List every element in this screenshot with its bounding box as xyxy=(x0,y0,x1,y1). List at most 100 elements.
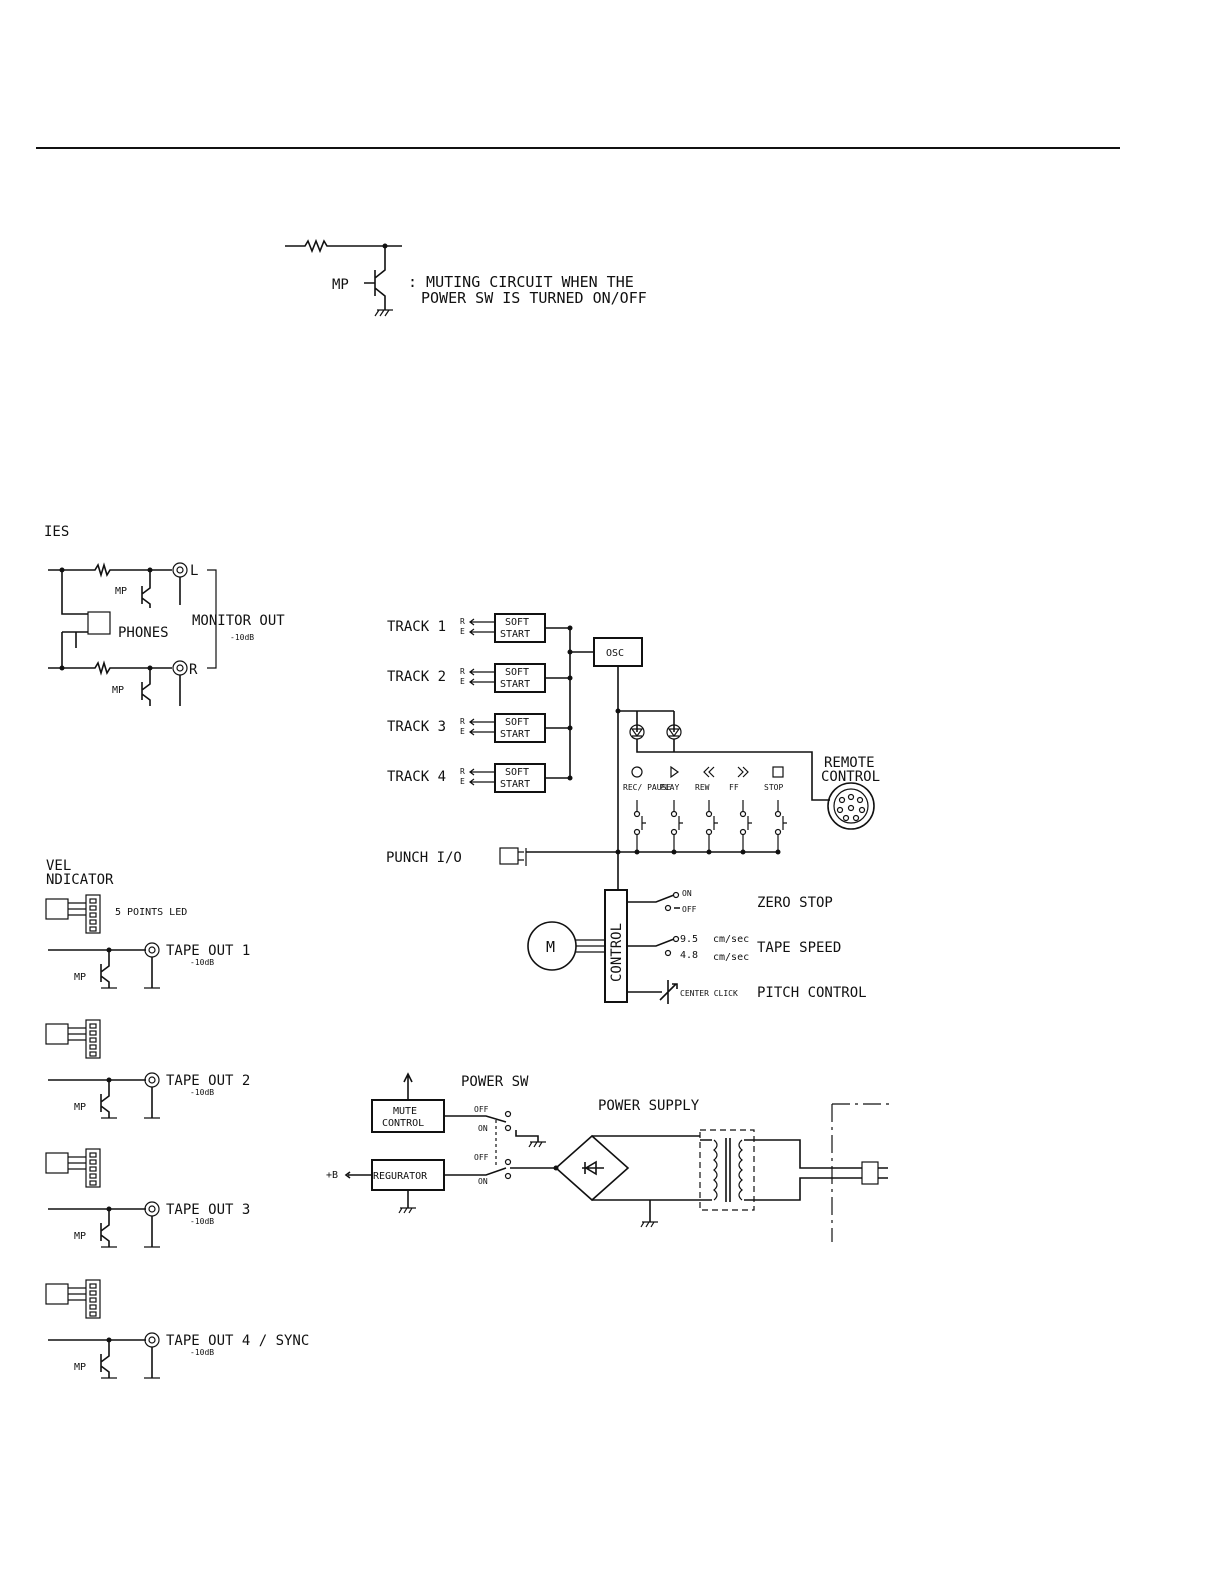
transport-rec: REC/ PAUSE xyxy=(623,766,671,855)
jack-outer xyxy=(144,1332,160,1348)
level-indicator-line2: NDICATOR xyxy=(46,872,114,888)
mp-label-r: MP xyxy=(112,685,124,696)
sw-on-1: ON xyxy=(478,1124,488,1133)
transport-label: STOP xyxy=(764,783,783,792)
junction-dot xyxy=(106,947,112,953)
sw-off-1: OFF xyxy=(474,1105,489,1114)
switch-contact-top xyxy=(705,810,713,818)
led-wires xyxy=(68,902,86,916)
speed-unit-2: cm/sec xyxy=(713,952,749,963)
mp-label: MP xyxy=(74,972,86,983)
soft-start-label-1: SOFT xyxy=(505,667,529,678)
stop-icon xyxy=(772,766,784,778)
mp-label: MP xyxy=(74,1102,86,1113)
tape-out-level: -10dB xyxy=(190,1217,214,1226)
jack-outer xyxy=(144,942,160,958)
push-switch xyxy=(636,800,646,852)
led-bar xyxy=(85,894,101,934)
legend-text-1: : MUTING CIRCUIT WHEN THE xyxy=(408,273,634,291)
soft-start-label-2: START xyxy=(500,779,530,790)
regulator-label: REGURATOR xyxy=(373,1171,428,1182)
pitch-center-click: CENTER CLICK xyxy=(680,989,738,998)
push-switch xyxy=(673,800,683,852)
tape-out-level: -10dB xyxy=(190,1348,214,1357)
led-segment xyxy=(89,1180,97,1186)
transport-label: REC/ PAUSE xyxy=(623,783,671,792)
legend-mp-label: MP xyxy=(332,277,349,293)
remote-label-1: REMOTE xyxy=(824,755,875,771)
track-label: TRACK 1 xyxy=(387,619,446,635)
push-switch xyxy=(742,800,752,852)
led-driver-box xyxy=(45,1023,69,1045)
speed-9-5: 9.5 xyxy=(680,934,698,945)
speed-unit-1: cm/sec xyxy=(713,934,749,945)
soft-start-label-1: SOFT xyxy=(505,717,529,728)
monitor-out-section: IES L MP PHONES R MP MONITOR OUT -10dB xyxy=(44,524,285,706)
level-indicator-section: VEL NDICATOR 5 POINTS LED xyxy=(46,858,187,918)
switch-contact-top xyxy=(670,810,678,818)
soft-start-label-2: START xyxy=(500,679,530,690)
transport-play: PLAY xyxy=(660,765,683,855)
led-segment xyxy=(89,1166,97,1172)
rewind-icon xyxy=(703,766,715,778)
l-label: L xyxy=(190,563,198,579)
tape-out-wire xyxy=(48,1079,153,1118)
led-segment xyxy=(89,1051,97,1057)
track-arrows xyxy=(469,618,495,636)
led-segment xyxy=(89,1173,97,1179)
led-segment xyxy=(89,1159,97,1165)
zero-stop-label: ZERO STOP xyxy=(757,895,833,911)
osc-box xyxy=(593,637,643,667)
switch-contact-top xyxy=(739,810,747,818)
led-segment xyxy=(89,1297,97,1303)
track-r: R xyxy=(460,667,465,676)
led-driver-box xyxy=(45,898,69,920)
five-points-led-label: 5 POINTS LED xyxy=(115,907,187,918)
track-arrows xyxy=(469,718,495,736)
pitch-control-label: PITCH CONTROL xyxy=(757,985,867,1001)
led-diodes xyxy=(629,724,830,801)
monitor-level: -10dB xyxy=(230,633,254,642)
jack-inner xyxy=(148,946,156,954)
switch-contact-top xyxy=(774,810,782,818)
mp-label: MP xyxy=(74,1362,86,1373)
plus-b-label: +B xyxy=(326,1170,338,1181)
osc-label: OSC xyxy=(606,648,624,659)
power-supply-label: POWER SUPPLY xyxy=(598,1098,700,1114)
transport-label: FF xyxy=(729,783,739,792)
mp-label-l: MP xyxy=(115,586,127,597)
led-segment xyxy=(89,1152,97,1158)
mute-label-1: MUTE xyxy=(393,1106,417,1117)
led-bar xyxy=(85,1279,101,1319)
soft-start-box xyxy=(494,613,546,643)
led-segment xyxy=(89,1037,97,1043)
tape-out-label: TAPE OUT 3 xyxy=(166,1202,250,1218)
led-segment xyxy=(89,1044,97,1050)
track-e: E xyxy=(460,677,465,686)
switch-contact-top xyxy=(633,810,641,818)
level-indicator-line1: VEL xyxy=(46,858,71,874)
soft-start-label-2: START xyxy=(500,729,530,740)
track-label: TRACK 3 xyxy=(387,719,446,735)
jack-outer xyxy=(144,1072,160,1088)
track-label: TRACK 4 xyxy=(387,769,446,785)
led-segment xyxy=(89,905,97,911)
push-switch xyxy=(708,800,718,852)
led-segment xyxy=(89,898,97,904)
led-segment xyxy=(89,919,97,925)
track-label: TRACK 2 xyxy=(387,669,446,685)
power-section: POWER SW POWER SUPPLY MUTE CONTROL REGUR… xyxy=(326,1072,892,1242)
jack-outer xyxy=(144,1201,160,1217)
track-r: R xyxy=(460,617,465,626)
led-segment xyxy=(89,1023,97,1029)
push-switch xyxy=(777,800,787,852)
track-e: E xyxy=(460,727,465,736)
legend-text-2: POWER SW IS TURNED ON/OFF xyxy=(421,289,647,307)
track-arrows xyxy=(469,668,495,686)
transport-label: REW xyxy=(695,783,710,792)
